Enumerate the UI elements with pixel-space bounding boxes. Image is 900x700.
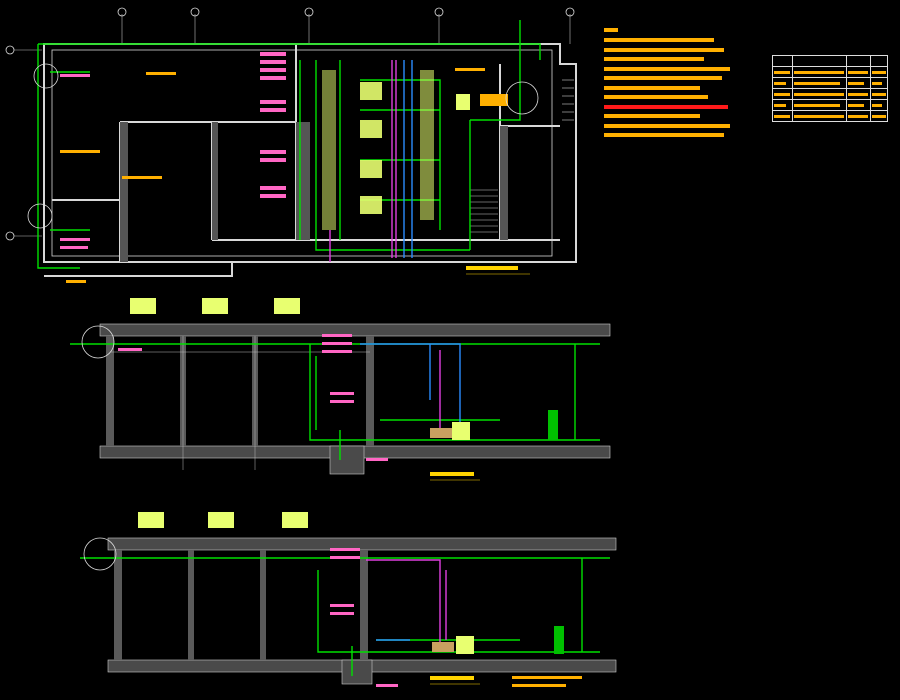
notes-line	[604, 57, 704, 61]
plan-labels-orange	[60, 68, 508, 283]
legend-cell	[869, 110, 889, 122]
legend-header-cell	[791, 55, 847, 67]
equipment-legend-table	[772, 46, 889, 122]
section-2-walls	[114, 550, 368, 660]
legend-cell	[772, 99, 793, 111]
legend-cell	[869, 77, 889, 89]
notes-line	[604, 114, 700, 118]
section-2-pipes-blue-magenta	[366, 559, 447, 646]
notes-line	[604, 76, 722, 80]
section-1-roof-slab	[99, 323, 611, 337]
legend-cell	[845, 77, 871, 89]
section-1-title-blocks	[130, 298, 300, 314]
plan-detail-callouts	[27, 63, 539, 229]
legend-cell	[791, 66, 847, 78]
legend-cell	[845, 88, 871, 100]
legend-cell	[772, 88, 793, 100]
section-1-pumps	[430, 410, 558, 440]
plan-pipes-green	[37, 20, 541, 269]
plan-pipes-blue-magenta	[329, 60, 413, 262]
legend-row	[772, 99, 889, 111]
notes-line	[604, 133, 724, 137]
legend-header-cell	[772, 55, 793, 67]
plan-view	[5, 7, 577, 283]
legend-cell	[845, 66, 871, 78]
legend-cell	[772, 77, 793, 89]
notes-heading-mark	[604, 28, 618, 32]
plan-axis-lines	[14, 14, 571, 237]
legend-cell	[845, 110, 871, 122]
legend-cell	[869, 99, 889, 111]
legend-row	[772, 110, 889, 122]
section-2-pipes-green	[80, 557, 610, 676]
section-2-title-blocks	[138, 512, 308, 528]
plan-equipment	[322, 70, 470, 230]
section-2-pumps	[432, 626, 564, 654]
legend-header-cell	[869, 55, 889, 67]
section-1-sump	[329, 445, 365, 475]
notes-line	[604, 47, 724, 52]
view-title-marks	[430, 266, 582, 687]
legend-cell	[772, 66, 793, 78]
legend-header-cell	[845, 55, 871, 67]
notes-line	[604, 85, 700, 90]
legend-row	[772, 77, 889, 89]
legend-cell	[869, 88, 889, 100]
legend-table-grid	[772, 55, 889, 122]
legend-cell	[869, 66, 889, 78]
section-2-roof-slab	[107, 537, 617, 551]
section-1-view	[70, 298, 611, 475]
legend-row	[772, 88, 889, 100]
legend-cell	[772, 110, 793, 122]
plan-axis-bubbles	[5, 7, 575, 241]
notes-line	[604, 66, 730, 71]
design-notes	[604, 28, 734, 148]
notes-line	[604, 104, 728, 109]
section-2-detail-callout	[83, 537, 117, 571]
section-1-tags-pink	[118, 334, 388, 461]
section-2-tags-pink	[330, 548, 398, 687]
section-1-pipes-blue-magenta	[360, 343, 461, 430]
legend-cell	[791, 110, 847, 122]
legend-cell	[791, 99, 847, 111]
notes-line	[604, 95, 708, 99]
section-1-detail-callout	[81, 325, 115, 359]
legend-row	[772, 66, 889, 78]
section-2-sump	[341, 659, 373, 685]
plan-stairs	[470, 79, 574, 233]
notes-line	[604, 123, 730, 128]
notes-line	[604, 38, 714, 42]
legend-cell	[791, 77, 847, 89]
legend-cell	[845, 99, 871, 111]
legend-header-row	[772, 55, 889, 67]
section-2-view	[80, 512, 617, 687]
legend-cell	[791, 88, 847, 100]
plan-tags-pink	[60, 52, 286, 249]
legend-table-title	[772, 46, 888, 55]
